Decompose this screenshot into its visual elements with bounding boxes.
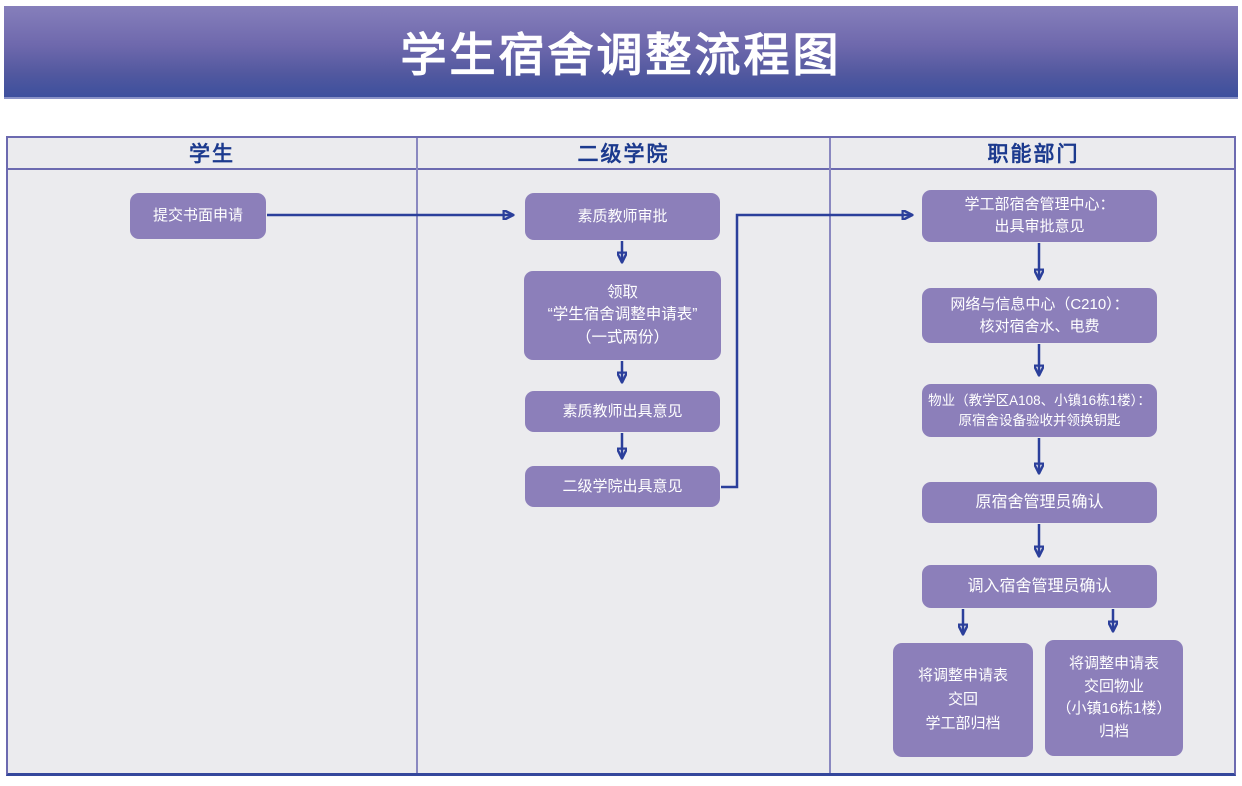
node-return-form-property: 将调整申请表 交回物业 （小镇16栋1楼） 归档 (1045, 640, 1183, 756)
node-network-center-check: 网络与信息中心（C210）： 核对宿舍水、电费 (922, 288, 1157, 343)
node-submit-application: 提交书面申请 (130, 193, 266, 239)
node-incoming-manager-confirm: 调入宿舍管理员确认 (922, 565, 1157, 608)
column-header-student: 学生 (189, 143, 235, 166)
node-quality-teacher-approval: 素质教师审批 (525, 193, 720, 240)
node-college-opinion: 二级学院出具意见 (525, 466, 720, 507)
title-banner: 学生宿舍调整流程图 (4, 6, 1238, 99)
page-title: 学生宿舍调整流程图 (400, 28, 842, 81)
header-divider (8, 168, 1234, 170)
column-header-college: 二级学院 (577, 143, 670, 166)
node-collect-form: 领取 “学生宿舍调整申请表” （一式两份） (524, 271, 721, 360)
node-dorm-center-approval: 学工部宿舍管理中心： 出具审批意见 (922, 190, 1157, 242)
column-header-departments: 职能部门 (987, 143, 1080, 166)
node-original-manager-confirm: 原宿舍管理员确认 (922, 482, 1157, 523)
node-return-form-student-affairs: 将调整申请表 交回 学工部归档 (893, 643, 1033, 757)
node-property-inspection: 物业（教学区A108、小镇16栋1楼）： 原宿舍设备验收并领换钥匙 (922, 384, 1157, 437)
lane-divider-2 (829, 138, 831, 773)
lane-divider-1 (416, 138, 418, 773)
node-quality-teacher-opinion: 素质教师出具意见 (525, 391, 720, 432)
